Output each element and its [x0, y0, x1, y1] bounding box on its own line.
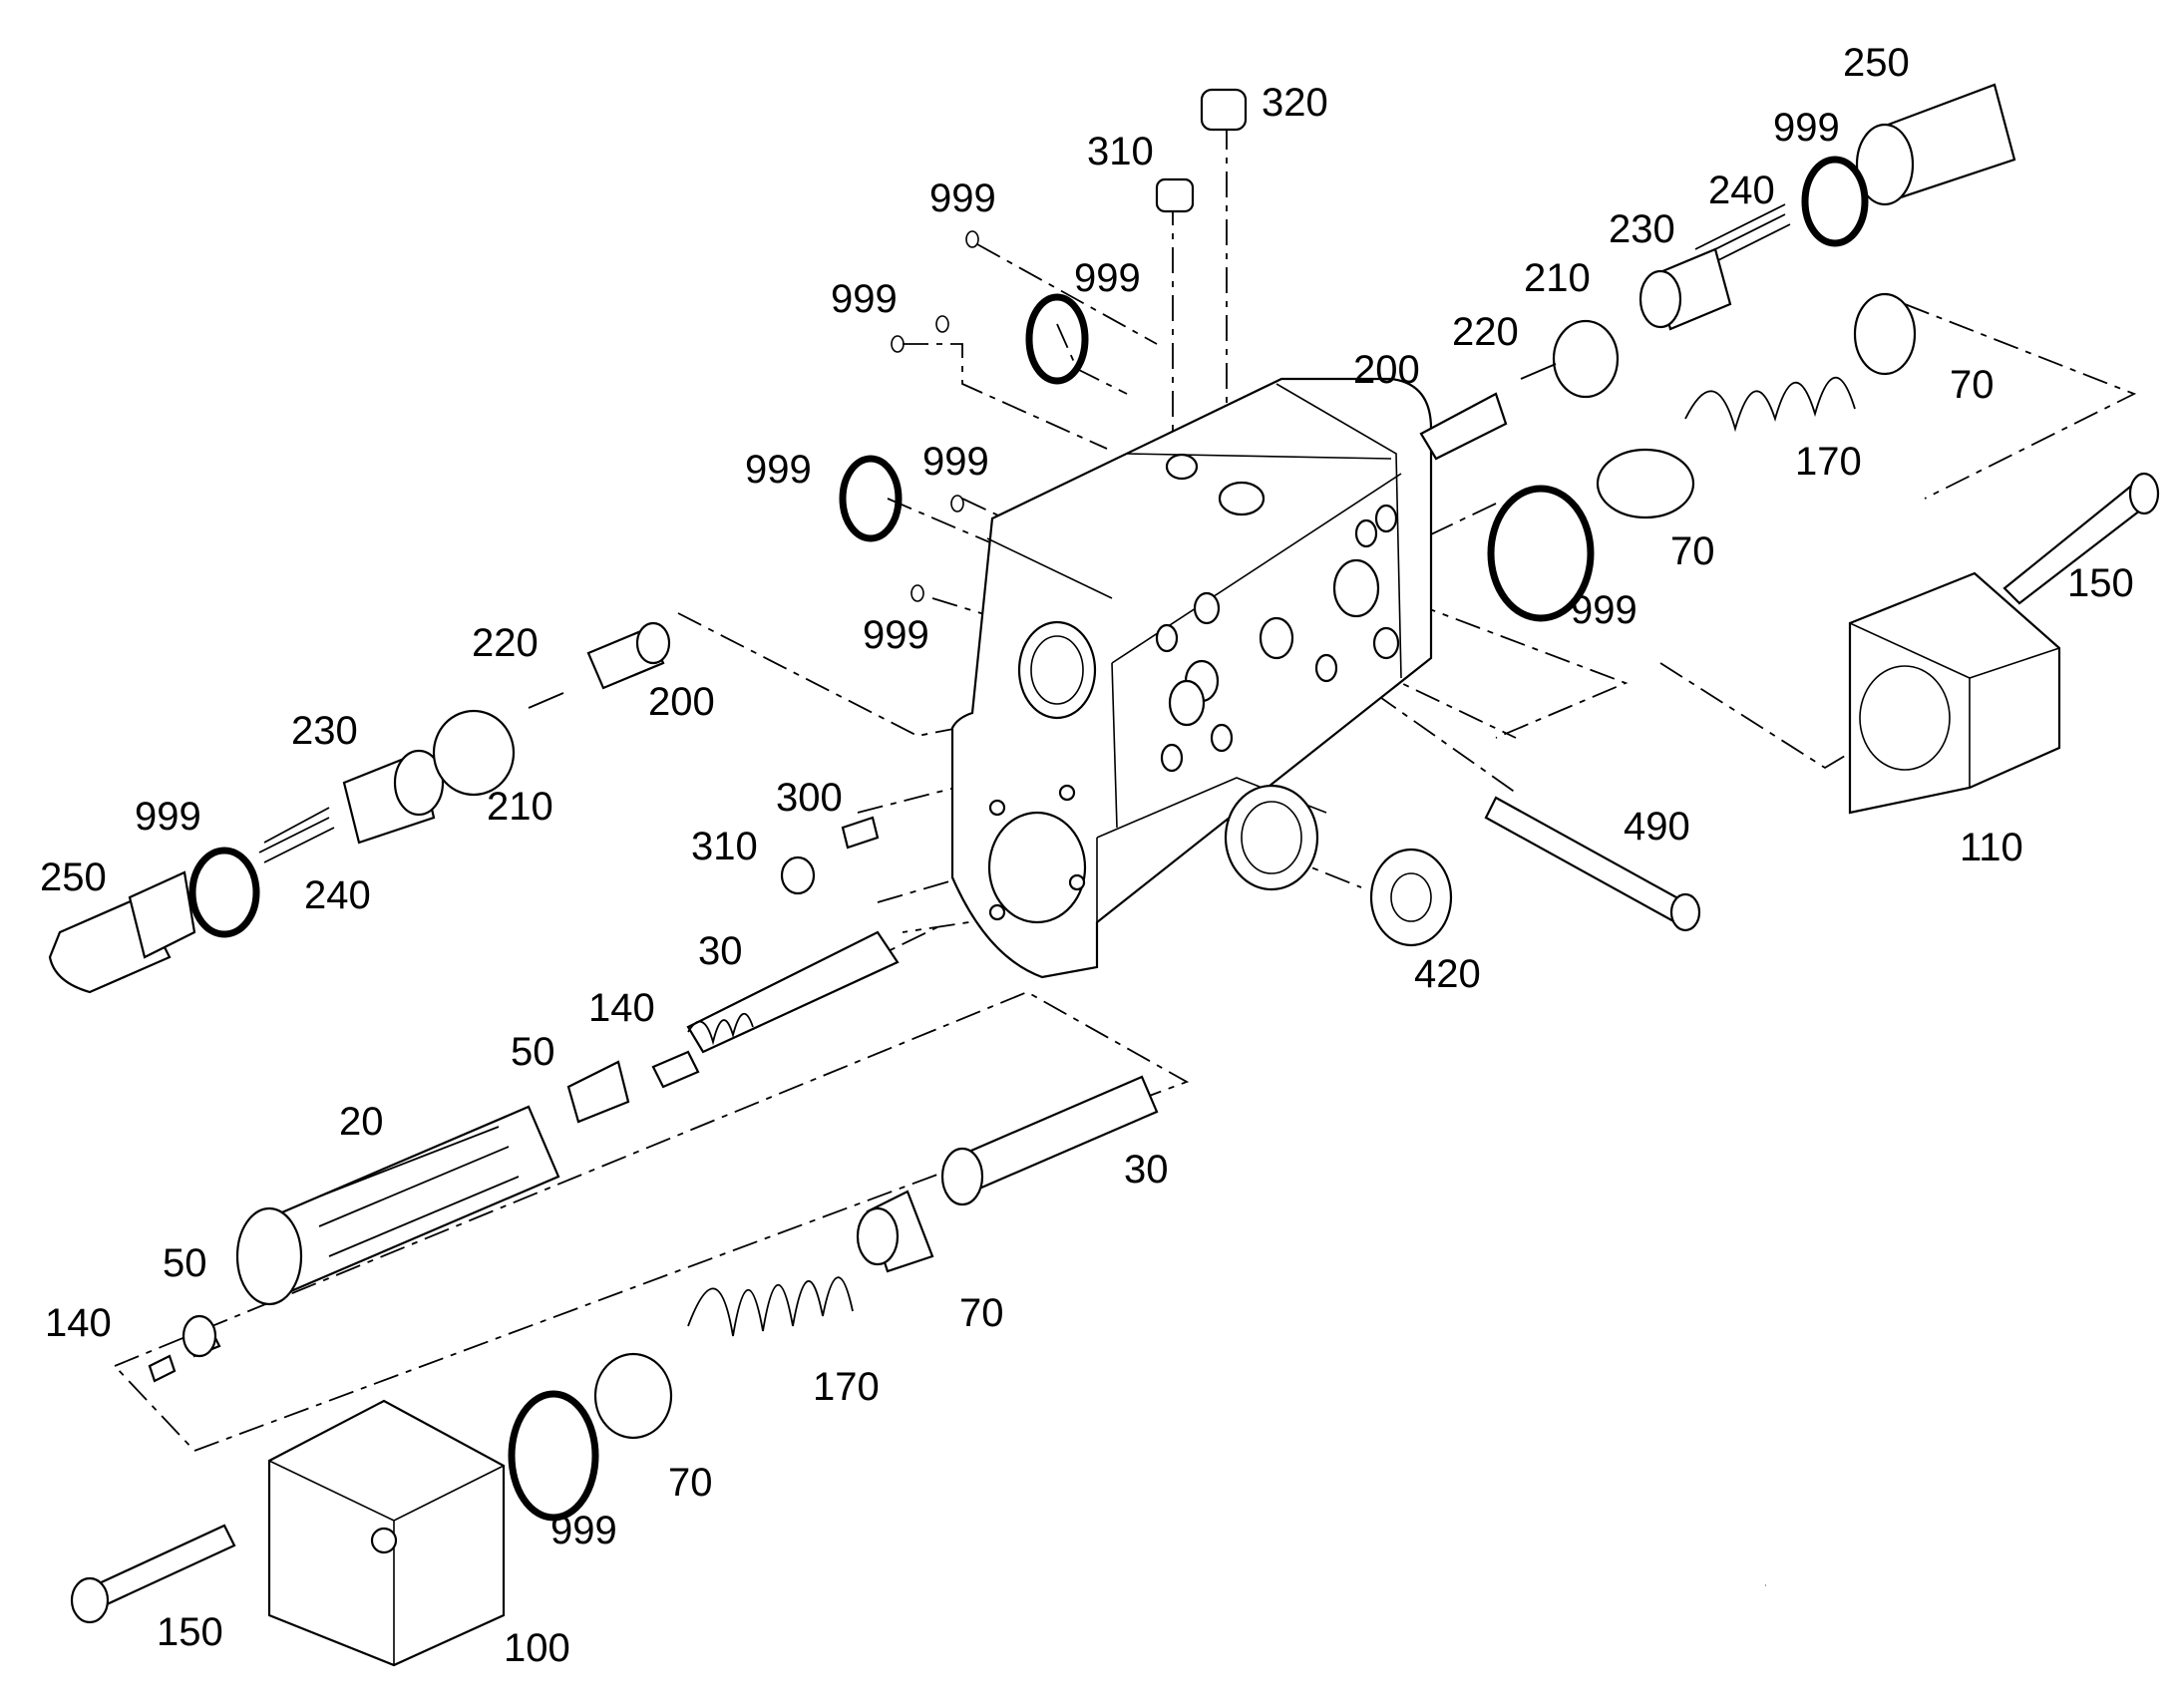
right-valve-parts — [1419, 83, 2016, 622]
callout-label: 70 — [1670, 529, 1715, 573]
callout-label: 150 — [2067, 561, 2134, 605]
callout-label: 50 — [163, 1241, 207, 1285]
callout-label: 300 — [776, 776, 843, 820]
valve-body — [950, 377, 1433, 979]
callout-label: 999 — [135, 795, 201, 839]
callout-label: 50 — [511, 1030, 555, 1074]
callout-label: 230 — [291, 709, 358, 753]
cover-100 — [267, 1399, 506, 1667]
plug-420 — [1369, 848, 1453, 947]
screw-150-left — [70, 1524, 236, 1624]
cover-110 — [1848, 571, 2061, 815]
callout-label: 999 — [745, 448, 812, 492]
screw-150-right — [2002, 472, 2160, 605]
callout-label: 250 — [40, 855, 107, 899]
callout-label: 140 — [588, 986, 655, 1030]
callout-label: 310 — [691, 825, 758, 868]
callout-label: 220 — [472, 621, 539, 665]
callout-label: 70 — [959, 1291, 1004, 1335]
callout-label: 150 — [157, 1610, 223, 1654]
callout-label: 220 — [1452, 310, 1519, 354]
callout-label: 320 — [1262, 81, 1328, 125]
callout-label: 200 — [1353, 348, 1420, 392]
callout-label: 999 — [1773, 106, 1840, 150]
callout-label: 170 — [1795, 440, 1862, 484]
callout-label: 250 — [1843, 41, 1910, 85]
callout-label: 110 — [1960, 826, 2023, 869]
callout-label: 70 — [668, 1461, 713, 1505]
callout-label: 999 — [922, 440, 989, 484]
callout-label: 30 — [698, 929, 743, 973]
callout-label: 140 — [45, 1301, 112, 1345]
callout-label: 999 — [1074, 256, 1141, 300]
callout-label: 310 — [1087, 130, 1154, 173]
callout-label: 999 — [831, 277, 898, 321]
callout-label: 30 — [1124, 1148, 1169, 1192]
top-parts — [839, 88, 1248, 602]
callout-label: 490 — [1624, 805, 1690, 849]
callout-label: 999 — [929, 176, 996, 220]
callout-labels: 320 310 999 999 999 250 999 240 230 210 … — [40, 41, 2134, 1670]
callout-label: 240 — [1708, 169, 1775, 212]
callout-label: 70 — [1950, 363, 1995, 407]
callout-label: 999 — [550, 1509, 617, 1552]
callout-label: 200 — [648, 680, 715, 724]
callout-label: 999 — [1571, 588, 1637, 632]
lower-parts — [148, 930, 1159, 1522]
callout-label: 420 — [1414, 952, 1481, 996]
callout-label: 210 — [487, 785, 553, 829]
callout-label: 999 — [863, 613, 929, 657]
callout-label: 100 — [504, 1626, 570, 1670]
callout-label: 20 — [339, 1100, 384, 1144]
left-valve-parts — [48, 621, 880, 994]
callout-label: 240 — [304, 873, 371, 917]
callout-label: 210 — [1524, 256, 1591, 300]
callout-label: 230 — [1609, 207, 1675, 251]
bolt-490 — [1484, 796, 1701, 932]
callout-label: 170 — [813, 1365, 880, 1409]
